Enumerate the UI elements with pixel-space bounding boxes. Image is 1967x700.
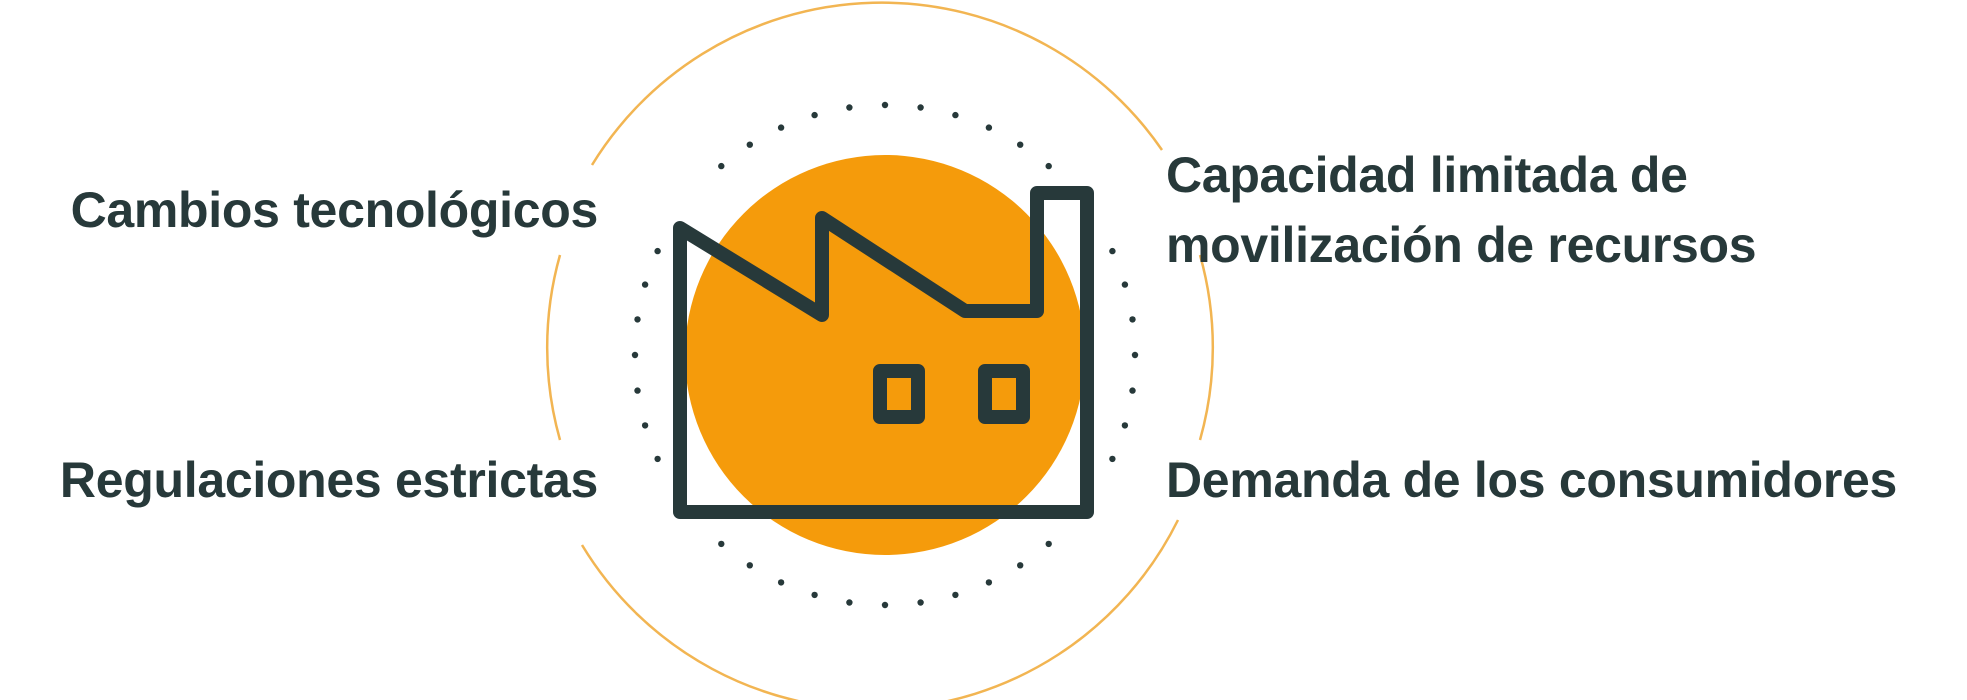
- ring-dot: [1045, 162, 1052, 170]
- ring-dot: [746, 562, 753, 569]
- ring-dot: [846, 599, 853, 606]
- ring-dot: [654, 247, 661, 255]
- ring-dot: [985, 124, 993, 131]
- ring-dot: [1017, 141, 1024, 148]
- ring-dot: [811, 111, 818, 119]
- ring-dot: [1121, 422, 1129, 429]
- label-capacidad-limitada-line1: Capacidad limitada de: [1166, 147, 1688, 203]
- label-demanda-consumidores: Demanda de los consumidores: [1166, 452, 1897, 508]
- ring-dot: [1131, 351, 1139, 359]
- ring-dot: [777, 124, 785, 131]
- ring-dot: [718, 540, 725, 548]
- ring-dot: [917, 599, 924, 606]
- ring-dot: [631, 351, 639, 359]
- ring-dot: [777, 579, 785, 586]
- orange-circle: [685, 155, 1085, 555]
- ring-dot: [985, 579, 993, 586]
- ring-dot: [654, 455, 661, 463]
- ring-dot: [1109, 455, 1116, 463]
- ring-dot: [952, 591, 959, 599]
- ring-dot: [811, 591, 818, 599]
- ring-dot: [634, 316, 641, 323]
- factory-icon: [673, 186, 1094, 519]
- ring-dot: [718, 162, 725, 170]
- ring-dot: [917, 104, 924, 111]
- ring-dot: [1129, 316, 1136, 323]
- ring-dot: [1121, 281, 1129, 288]
- label-cambios-tecnologicos: Cambios tecnológicos: [70, 182, 599, 238]
- ring-dot: [1045, 540, 1052, 548]
- label-capacidad-limitada: Capacidad limitada de movilización de re…: [1166, 140, 1757, 280]
- ring-dot: [1017, 562, 1024, 569]
- label-regulaciones-estrictas: Regulaciones estrictas: [59, 452, 598, 508]
- ring-dot: [1129, 387, 1136, 394]
- ring-dot: [881, 101, 889, 109]
- ring-dot: [952, 111, 959, 119]
- label-capacidad-limitada-line2: movilización de recursos: [1166, 217, 1757, 273]
- ring-dot: [1109, 247, 1116, 255]
- outer-ring: [546, 1, 1214, 700]
- dotted-ring: [631, 101, 1139, 609]
- ring-dot: [746, 141, 753, 148]
- ring-dot: [846, 104, 853, 111]
- ring-dot: [641, 281, 649, 288]
- ring-dot: [641, 422, 649, 429]
- ring-dot: [634, 387, 641, 394]
- ring-dot: [881, 601, 889, 609]
